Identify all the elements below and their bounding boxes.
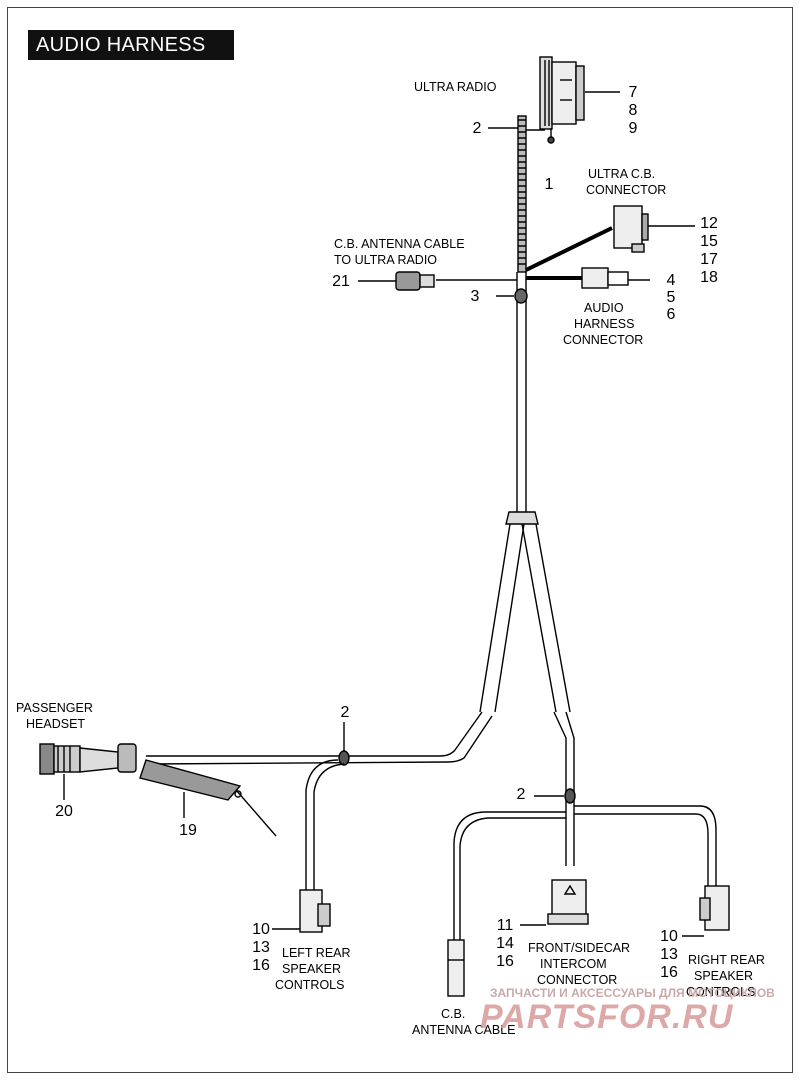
screw-icon (547, 128, 555, 144)
left-rear-label-1: LEFT REAR (282, 946, 351, 960)
callout-6: 6 (666, 306, 676, 323)
front-intercom-label-1: FRONT/SIDECAR (528, 941, 631, 955)
audio-harness-label-2: HARNESS (574, 317, 635, 331)
cb-antenna-cable-label-2: ANTENNA CABLE (412, 1023, 516, 1037)
watermark-logo: PARTSFOR.RU (480, 998, 734, 1036)
coiled-cable-icon (517, 115, 527, 273)
passenger-headset-label-1: PASSENGER (16, 701, 93, 715)
callout-12: 12 (700, 215, 718, 232)
page-title: AUDIO HARNESS (28, 30, 234, 60)
audio-harness-label-3: CONNECTOR (563, 333, 644, 347)
callout-2-top: 2 (472, 120, 482, 137)
callout-13-left: 13 (252, 939, 270, 956)
audio-harness-connector-icon (581, 267, 629, 289)
callout-3: 3 (470, 288, 480, 305)
ultra-cb-connector-icon (613, 205, 649, 253)
ultra-radio-label: ULTRA RADIO (414, 80, 497, 94)
callout-8: 8 (628, 102, 638, 119)
callout-10-right: 10 (660, 928, 678, 945)
cable-clamp-icon (564, 788, 576, 804)
left-rear-connector-icon (299, 889, 331, 933)
callout-2-left: 2 (340, 704, 350, 721)
callout-5: 5 (666, 289, 676, 306)
right-rear-connector-icon (699, 885, 730, 931)
right-rear-label-2: SPEAKER (694, 969, 754, 983)
callout-13-right: 13 (660, 946, 678, 963)
cable-clamp-icon (514, 288, 528, 304)
ultra-radio-icon (539, 56, 585, 130)
ultra-cb-label-1: ULTRA C.B. (588, 167, 656, 181)
left-rear-label-2: SPEAKER (282, 962, 342, 976)
callout-2-right: 2 (516, 786, 526, 803)
callout-16-left: 16 (252, 957, 270, 974)
intercom-connector-icon (547, 879, 589, 925)
callout-14: 14 (496, 935, 514, 952)
ultra-cb-label-2: CONNECTOR (586, 183, 667, 197)
callout-4: 4 (666, 272, 676, 289)
front-intercom-label-3: CONNECTOR (537, 973, 618, 987)
watermark-caption: ЗАПЧАСТИ И АКСЕССУАРЫ ДЛЯ МОТОЦИКЛОВ (490, 986, 775, 1000)
clip-icon (139, 759, 277, 837)
front-intercom-label-2: INTERCOM (540, 957, 607, 971)
callout-11: 11 (496, 917, 514, 934)
callout-20: 20 (55, 803, 73, 820)
audio-harness-label-1: AUDIO (584, 301, 624, 315)
callout-7: 7 (628, 84, 638, 101)
cb-antenna-label-2: TO ULTRA RADIO (334, 253, 438, 267)
callout-19: 19 (179, 822, 197, 839)
callout-16-mid: 16 (496, 953, 514, 970)
callout-16-right: 16 (660, 964, 678, 981)
antenna-plug-icon (395, 271, 435, 291)
callout-21: 21 (332, 273, 350, 290)
callout-17: 17 (700, 251, 718, 268)
harness-boot (505, 511, 539, 525)
right-rear-label-3: CONTROLS (686, 985, 756, 999)
passenger-headset-label-2: HEADSET (26, 717, 86, 731)
diagram-frame (7, 7, 793, 1073)
callout-10-left: 10 (252, 921, 270, 938)
cable-clamp-icon (338, 750, 350, 766)
callout-9: 9 (628, 120, 638, 137)
callout-1: 1 (544, 176, 554, 193)
right-rear-label-1: RIGHT REAR (688, 953, 765, 967)
callout-18: 18 (700, 269, 718, 286)
cb-antenna-label-1: C.B. ANTENNA CABLE (334, 237, 465, 251)
antenna-cable-end-icon (447, 939, 465, 997)
headset-plug-icon (39, 743, 137, 775)
left-rear-label-3: CONTROLS (275, 978, 345, 992)
callout-15: 15 (700, 233, 718, 250)
cb-antenna-cable-label-1: C.B. (441, 1007, 466, 1021)
